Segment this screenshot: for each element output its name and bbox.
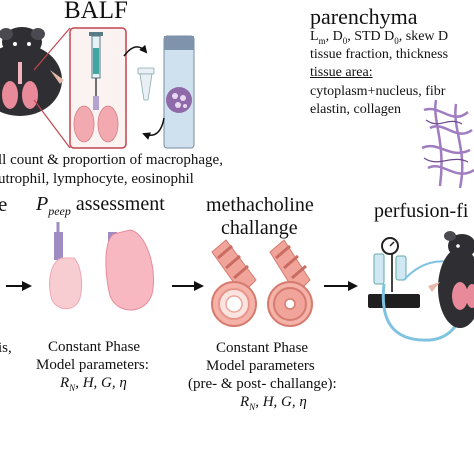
ppeep-assessment-label: Ppeep assessment (36, 193, 165, 219)
constant-phase-1-line-1: Constant Phase (48, 339, 141, 355)
cp1-rn-subscript: N (69, 383, 76, 393)
parenchyma-std-d0-text: , STD D (347, 29, 395, 44)
cp1-param-list: , H, G, η (75, 375, 127, 391)
lung-histology-image (420, 98, 474, 190)
microscope-slide (163, 35, 195, 149)
parenchyma-lm-subscript: m (318, 35, 326, 46)
methacholine-label-line-2: challange (221, 217, 298, 239)
parenchyma-elastin-line: elastin, collagen (310, 102, 401, 117)
cp2-rn-symbol: R (240, 394, 250, 410)
methacholine-airway-illustration (211, 239, 313, 327)
parenchyma-std-d0-subscript: 0 (394, 35, 399, 46)
cp2-rn-subscript: N (249, 402, 256, 412)
eppendorf-tube (137, 67, 155, 101)
balf-title: BALF (64, 0, 128, 24)
balf-inset-box (33, 27, 127, 149)
parenchyma-cytoplasm-line: cytoplasm+nucleus, fibr (310, 84, 446, 99)
balf-mouse-illustration (0, 27, 64, 116)
parenchyma-d0-subscript: 0 (342, 35, 348, 46)
left-step-fragment-bottom: is, (0, 340, 12, 356)
parenchyma-tissue-fraction-line: tissue fraction, thickness (310, 47, 449, 62)
constant-phase-2-line-3: (pre- & post- challange): (188, 376, 337, 392)
ppeep-assessment-word: assessment (70, 193, 165, 215)
ppeep-subscript: peep (48, 204, 71, 218)
perfusion-setup-illustration (368, 231, 474, 342)
parenchyma-title: parenchyma (310, 4, 418, 29)
perfusion-fixation-label: perfusion-fi (374, 200, 469, 222)
left-step-fragment-top: e (0, 192, 8, 216)
parenchyma-morphometry-line: Lm, D0, STD D0, skew D (310, 29, 448, 46)
parenchyma-lm-symbol: L (310, 29, 319, 44)
parenchyma-skew-text: , skew D (398, 29, 449, 44)
constant-phase-1-line-2: Model parameters: (36, 357, 149, 373)
ppeep-lungs-illustration (49, 222, 154, 311)
cp1-rn-symbol: R (60, 375, 70, 391)
methacholine-label-line-1: methacholine (206, 194, 314, 216)
constant-phase-2-line-2: Model parameters (206, 358, 315, 374)
constant-phase-2-params: RN, H, G, η (240, 394, 307, 412)
constant-phase-1-params: RN, H, G, η (60, 375, 127, 393)
ppeep-p-symbol: P (36, 193, 49, 215)
constant-phase-2-line-1: Constant Phase (216, 340, 309, 356)
parenchyma-d0-text: , D (325, 29, 343, 44)
balf-caption-line-1: ll count & proportion of macrophage, (0, 152, 223, 168)
balf-caption-line-2: utrophil, lymphocyte, eosinophil (0, 171, 194, 187)
cp2-param-list: , H, G, η (255, 394, 307, 410)
parenchyma-tissue-area-heading: tissue area: (310, 65, 373, 80)
